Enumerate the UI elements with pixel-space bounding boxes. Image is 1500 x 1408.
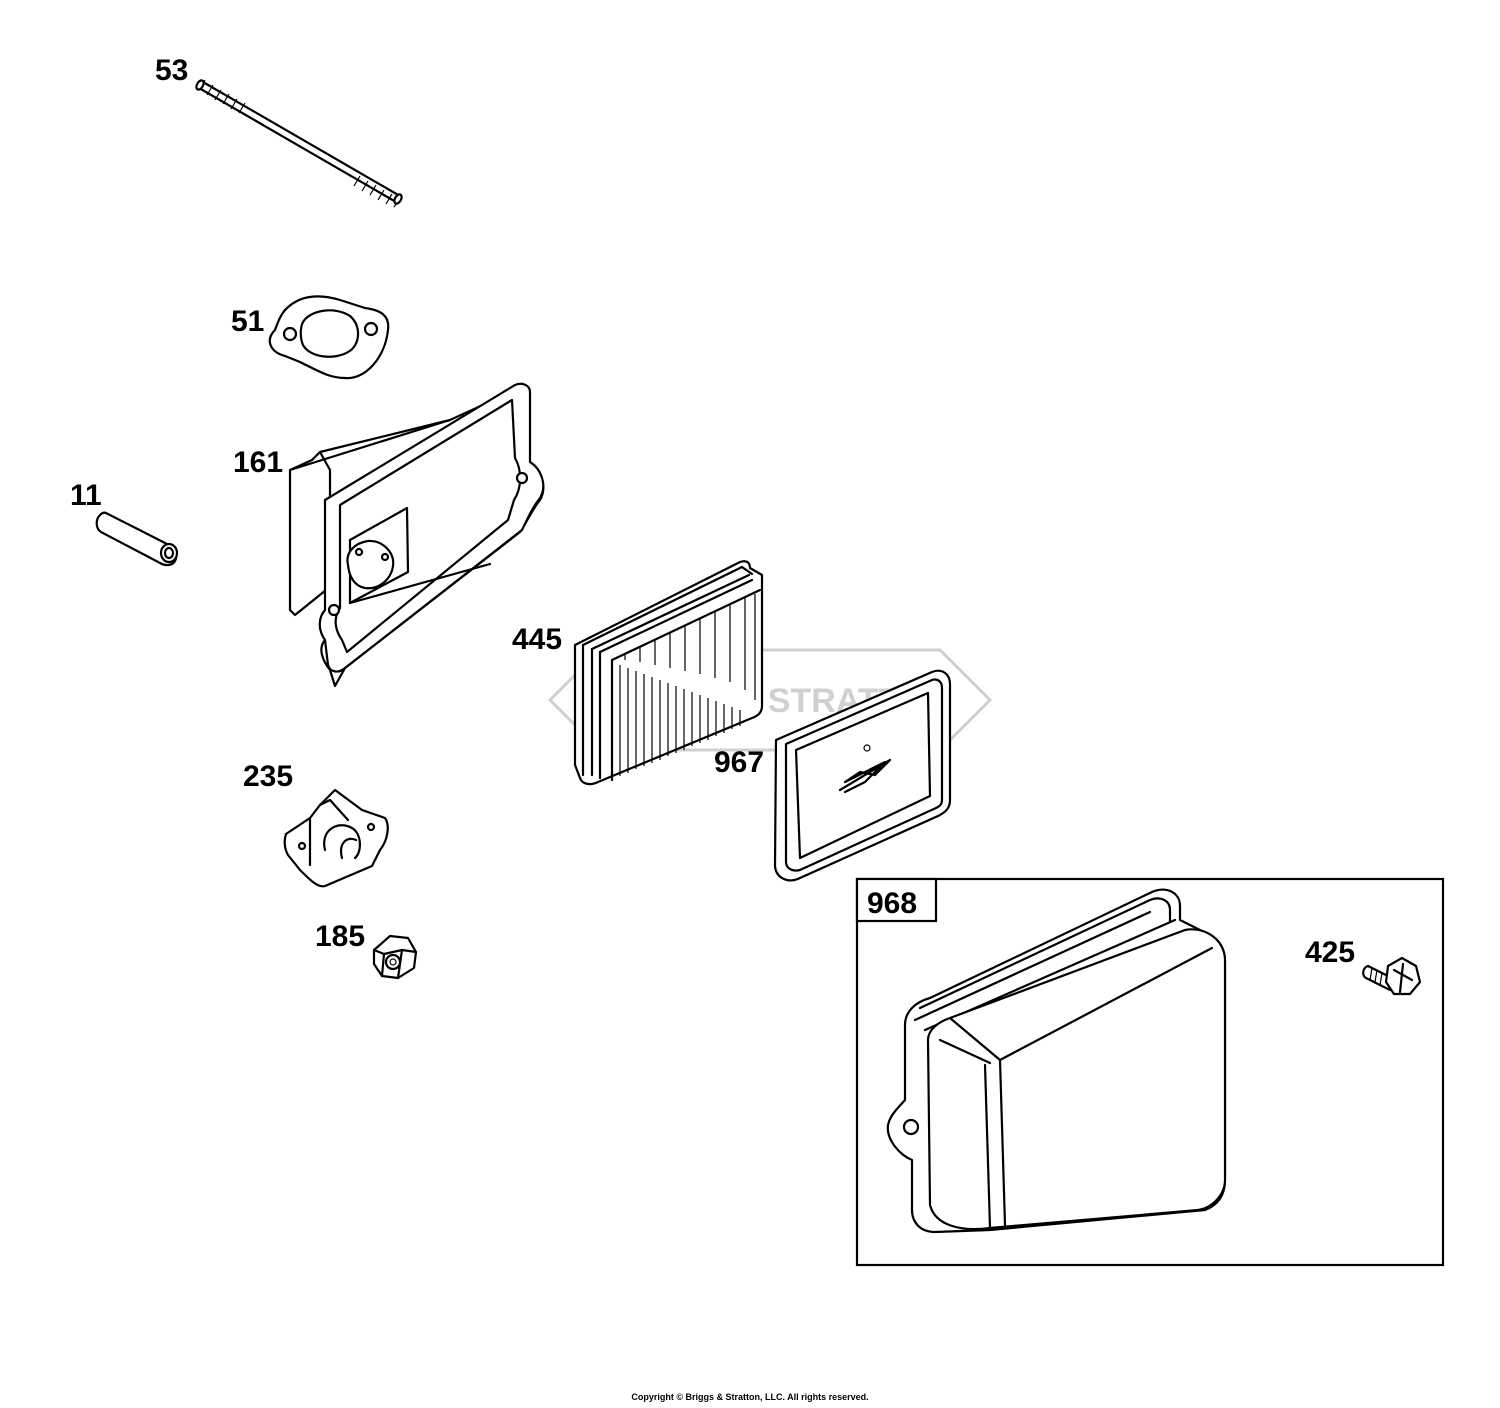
part-label-967: 967 [714,746,765,779]
part-label-235: 235 [243,760,294,793]
air-cleaner-cover-part-968[interactable] [886,888,1227,1234]
copyright-notice: Copyright © Briggs & Stratton, LLC. All … [631,1392,869,1402]
kit-box-label-frame [855,877,938,923]
part-label-53: 53 [155,54,189,87]
part-label-185: 185 [315,920,366,953]
pre-cleaner-part-967[interactable] [773,669,952,882]
part-label-968: 968 [867,887,918,920]
clamp-part-235[interactable] [283,788,389,888]
air-cleaner-base-part-161[interactable] [288,382,545,688]
part-label-51: 51 [231,305,265,338]
part-label-425: 425 [1305,936,1356,969]
stud-part-53[interactable] [195,79,403,208]
part-label-445: 445 [512,623,563,656]
pin-part-11[interactable] [95,511,179,567]
kit-box-968 [855,877,1445,1267]
part-label-161: 161 [233,446,284,479]
gasket-part-51[interactable] [268,295,390,380]
screw-part-425[interactable] [1362,956,1422,996]
air-filter-part-445[interactable] [573,560,764,786]
part-label-11: 11 [70,479,102,512]
nut-part-185[interactable] [372,934,418,980]
